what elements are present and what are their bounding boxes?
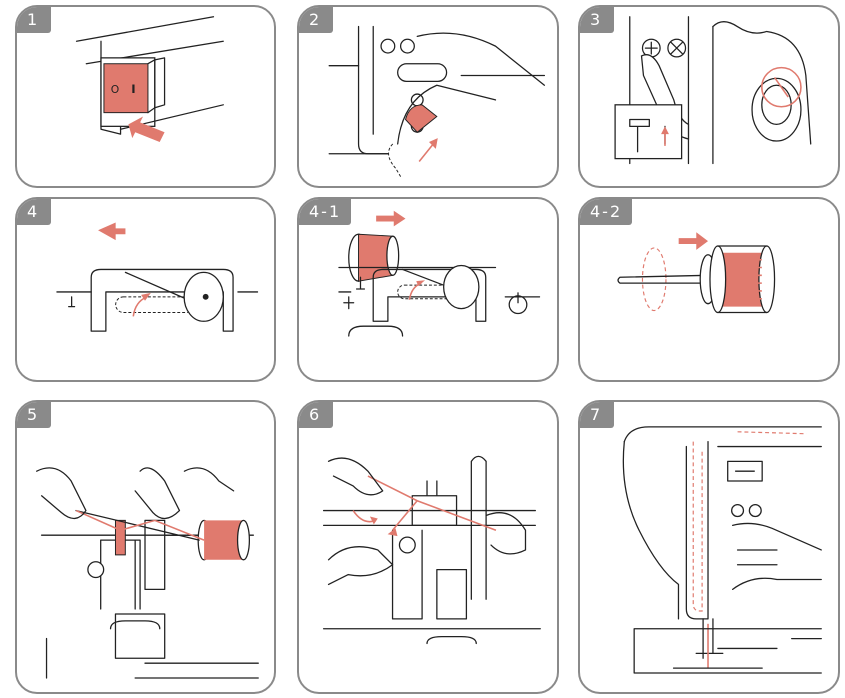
step-4-2-number: 4-2 [580, 199, 633, 225]
step-7-number: 7 [580, 402, 614, 428]
step-4-panel: 4 [15, 197, 276, 382]
step-2-panel: 2 [297, 5, 559, 188]
step-7-panel: 7 [578, 400, 840, 694]
thread-through-guide-illustration [322, 455, 541, 645]
presser-foot-lever-illustration [328, 25, 546, 179]
power-off-symbol: O [111, 83, 119, 96]
step-2-number: 2 [299, 7, 333, 33]
step-3-panel: 3 [578, 5, 840, 188]
step-3-number: 3 [580, 7, 614, 33]
step-6-panel: 6 [297, 400, 559, 694]
step-1-panel: O I 1 [15, 5, 276, 188]
step-6-number: 6 [299, 402, 333, 428]
needle-position-illustration [614, 16, 812, 165]
bobbin-winder-illustration [56, 222, 259, 332]
spool-placement-illustration [338, 210, 541, 337]
spool-cap-illustration [617, 232, 776, 314]
upper-threading-path-illustration [622, 426, 822, 674]
step-4-2-panel: 4-2 [578, 197, 840, 382]
step-4-number: 4 [17, 199, 51, 225]
thread-bobbin-winder-illustration [36, 467, 259, 679]
power-switch-illustration: O I [75, 16, 224, 142]
step-5-panel: 5 [15, 400, 276, 694]
step-4-1-number: 4-1 [299, 199, 352, 225]
step-4-1-panel: 4-1 [297, 197, 559, 382]
step-5-number: 5 [17, 402, 51, 428]
step-1-number: 1 [17, 7, 51, 33]
power-on-symbol: I [131, 82, 135, 96]
